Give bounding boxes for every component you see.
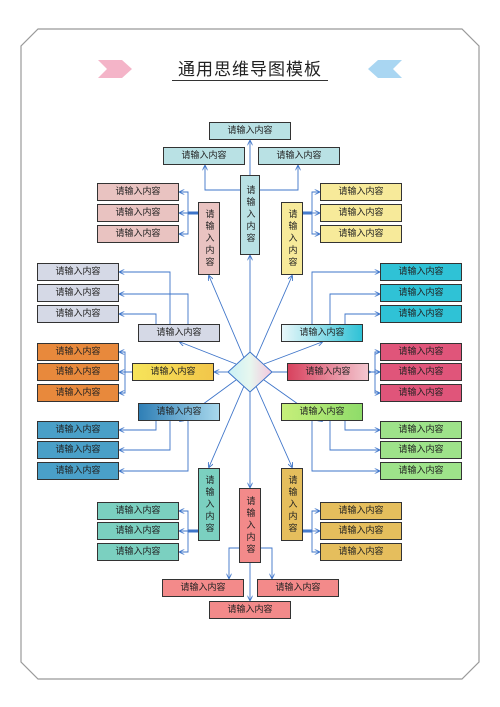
bottom-child-node[interactable]: 请输入内容 (257, 579, 339, 597)
left-arrow-decoration (98, 60, 132, 78)
connector (369, 371, 379, 393)
page-border (20, 28, 480, 680)
connector (180, 342, 237, 365)
bottom-left-child-node[interactable]: 请输入内容 (97, 543, 179, 561)
left-upper-child-node[interactable]: 请输入内容 (37, 263, 119, 281)
right-upper-child-node[interactable]: 请输入内容 (380, 263, 462, 281)
left-mid-main-node[interactable]: 请输入内容 (132, 363, 214, 381)
left-mid-child-node[interactable]: 请输入内容 (37, 363, 119, 381)
connector (180, 192, 198, 213)
right-arrow-decoration (368, 60, 402, 78)
connector (303, 213, 319, 234)
bottom-right-child-node[interactable]: 请输入内容 (320, 502, 402, 520)
top-main-node[interactable]: 请输入内容 (240, 175, 260, 255)
connector (255, 385, 292, 467)
connector (120, 421, 157, 430)
left-upper-child-node[interactable]: 请输入内容 (37, 305, 119, 323)
connector (180, 531, 198, 552)
bottom-right-main-node[interactable]: 请输入内容 (281, 468, 303, 541)
top-left-child-node[interactable]: 请输入内容 (97, 225, 179, 243)
connector (120, 272, 171, 324)
connector (261, 547, 272, 578)
top-left-main-node[interactable]: 请输入内容 (198, 202, 220, 275)
connector (303, 531, 319, 552)
top-right-child-node[interactable]: 请输入内容 (320, 225, 402, 243)
bottom-right-child-node[interactable]: 请输入内容 (320, 543, 402, 561)
bottom-left-main-node[interactable]: 请输入内容 (198, 468, 220, 541)
left-mid-child-node[interactable]: 请输入内容 (37, 343, 119, 361)
connector (303, 192, 319, 213)
left-lower-child-node[interactable]: 请输入内容 (37, 462, 119, 480)
left-lower-main-node[interactable]: 请输入内容 (138, 403, 220, 421)
bottom-child-node[interactable]: 请输入内容 (162, 579, 244, 597)
top-right-child-node[interactable]: 请输入内容 (320, 204, 402, 222)
connector (369, 352, 379, 373)
right-mid-main-node[interactable]: 请输入内容 (287, 363, 369, 381)
connector (303, 511, 319, 531)
bottom-right-child-node[interactable]: 请输入内容 (320, 522, 402, 540)
left-mid-child-node[interactable]: 请输入内容 (37, 384, 119, 402)
top-left-child-node[interactable]: 请输入内容 (97, 204, 179, 222)
bottom-main-node[interactable]: 请输入内容 (239, 488, 261, 563)
title-underline (172, 80, 328, 81)
top-child-node[interactable]: 请输入内容 (209, 122, 291, 140)
connector (344, 314, 379, 324)
top-right-main-node[interactable]: 请输入内容 (281, 202, 303, 275)
connector (260, 166, 298, 191)
left-lower-child-node[interactable]: 请输入内容 (37, 441, 119, 459)
right-mid-child-node[interactable]: 请输入内容 (380, 363, 462, 381)
left-lower-child-node[interactable]: 请输入内容 (37, 421, 119, 439)
connector (229, 547, 239, 578)
connector (180, 213, 198, 234)
right-lower-child-node[interactable]: 请输入内容 (380, 441, 462, 459)
connector (255, 276, 292, 359)
connector (329, 421, 379, 450)
top-left-child-node[interactable]: 请输入内容 (97, 183, 179, 201)
page-title: 通用思维导图模板 (178, 60, 322, 80)
connector (311, 421, 379, 471)
right-upper-main-node[interactable]: 请输入内容 (281, 324, 363, 342)
connector (344, 421, 379, 430)
connector (120, 421, 189, 471)
connector (263, 342, 322, 365)
right-lower-main-node[interactable]: 请输入内容 (281, 403, 363, 421)
connector (209, 276, 245, 359)
connector (180, 511, 198, 531)
right-mid-child-node[interactable]: 请输入内容 (380, 384, 462, 402)
left-upper-child-node[interactable]: 请输入内容 (37, 284, 119, 302)
connector (311, 272, 379, 324)
right-lower-child-node[interactable]: 请输入内容 (380, 421, 462, 439)
right-upper-child-node[interactable]: 请输入内容 (380, 305, 462, 323)
connector (120, 421, 171, 450)
right-upper-child-node[interactable]: 请输入内容 (380, 284, 462, 302)
top-child-node[interactable]: 请输入内容 (163, 147, 245, 165)
connector (205, 166, 240, 191)
top-right-child-node[interactable]: 请输入内容 (320, 183, 402, 201)
left-upper-main-node[interactable]: 请输入内容 (138, 324, 220, 342)
bottom-left-child-node[interactable]: 请输入内容 (97, 502, 179, 520)
connector (120, 294, 189, 324)
connector (120, 352, 132, 373)
right-lower-child-node[interactable]: 请输入内容 (380, 462, 462, 480)
right-mid-child-node[interactable]: 请输入内容 (380, 343, 462, 361)
connector (120, 371, 132, 393)
bottom-left-child-node[interactable]: 请输入内容 (97, 522, 179, 540)
top-child-node[interactable]: 请输入内容 (258, 147, 340, 165)
connector (329, 294, 379, 324)
connector (120, 314, 157, 324)
connector (209, 385, 245, 467)
center-node (227, 351, 273, 393)
bottom-child-node[interactable]: 请输入内容 (209, 601, 291, 619)
